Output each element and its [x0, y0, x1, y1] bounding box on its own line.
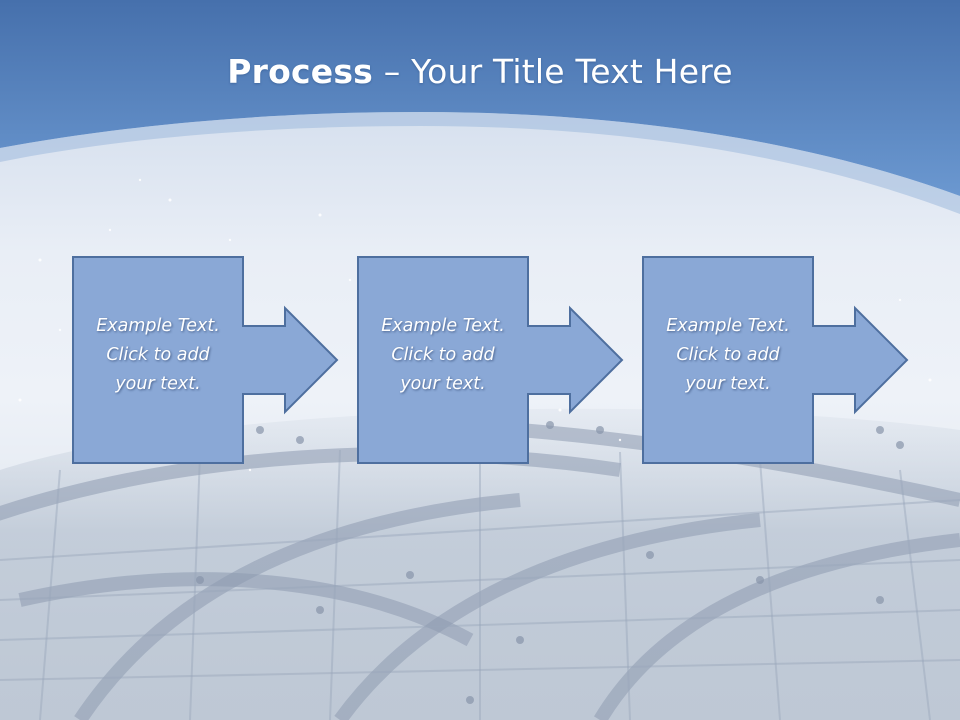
title-bold-text: Process [227, 52, 374, 91]
step-text-line: your text. [115, 374, 201, 394]
step-text-line: your text. [400, 374, 486, 394]
step-text-line: Click to add [106, 345, 210, 365]
step-text[interactable]: Example Text. Click to add your text. [72, 312, 244, 399]
step-text-line: Example Text. [381, 316, 505, 336]
step-arrow-shape [642, 256, 909, 464]
step-text-line: Click to add [391, 345, 495, 365]
process-step-3[interactable]: Example Text. Click to add your text. [642, 256, 932, 468]
step-arrow-shape [72, 256, 339, 464]
step-arrow-shape [357, 256, 624, 464]
step-text[interactable]: Example Text. Click to add your text. [642, 312, 814, 399]
step-text[interactable]: Example Text. Click to add your text. [357, 312, 529, 399]
step-text-line: your text. [685, 374, 771, 394]
step-text-line: Example Text. [96, 316, 220, 336]
title-rest-text: – Your Title Text Here [373, 52, 733, 91]
process-step-1[interactable]: Example Text. Click to add your text. [72, 256, 362, 468]
step-text-line: Click to add [676, 345, 780, 365]
slide-title[interactable]: Process – Your Title Text Here [0, 52, 960, 91]
process-step-2[interactable]: Example Text. Click to add your text. [357, 256, 647, 468]
step-text-line: Example Text. [666, 316, 790, 336]
